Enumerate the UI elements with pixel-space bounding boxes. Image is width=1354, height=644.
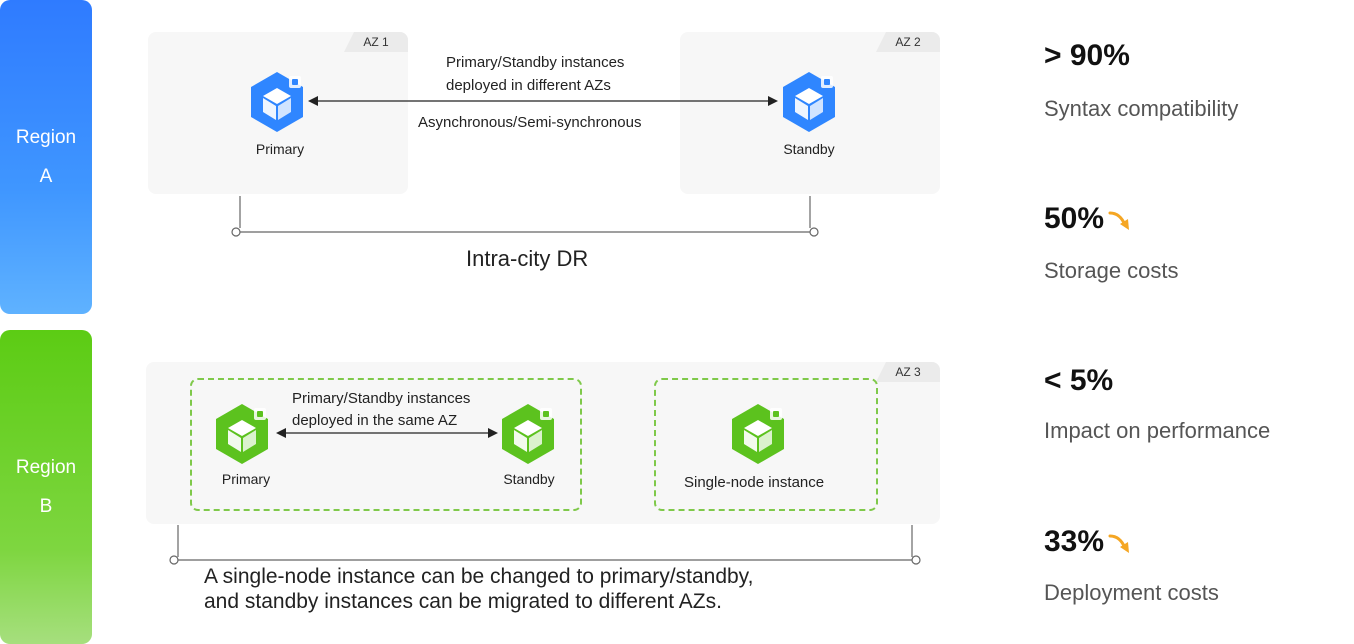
region-a-label-line1: Region (15, 127, 77, 148)
stat-storage-label: Storage costs (1044, 258, 1179, 283)
stat-syntax-label: Syntax compatibility (1044, 96, 1239, 121)
top-arrow-text-line2: deployed in different AZs (446, 77, 611, 94)
stat-storage-value: 50% (1044, 202, 1134, 236)
trend-down-icon (1108, 534, 1130, 553)
bottom-bracket (169, 525, 921, 565)
intra-city-dr-caption: Intra-city DR (466, 246, 589, 271)
stat-deployment-value: 33% (1044, 525, 1134, 559)
single-node-db-icon-green (732, 404, 784, 464)
standby-db-icon-green (502, 404, 554, 464)
primary-standby-group (190, 378, 582, 511)
top-standby-label: Standby (783, 141, 835, 157)
stat-syntax-value-text: > 90% (1044, 39, 1130, 72)
region-b-bar: Region B (0, 330, 92, 644)
az1-tag: AZ 1 (344, 32, 408, 52)
bottom-standby-label: Standby (503, 471, 555, 487)
top-arrow-text-line1: Primary/Standby instances (446, 54, 625, 71)
az3-tag: AZ 3 (876, 362, 940, 382)
replication-mode-text: Asynchronous/Semi-synchronous (418, 114, 642, 131)
region-b-label-line1: Region (15, 457, 77, 478)
bottom-primary-label: Primary (221, 471, 271, 487)
stat-storage-value-text: 50% (1044, 202, 1105, 235)
stat-deployment-label: Deployment costs (1044, 580, 1219, 605)
region-a-bar: Region A (0, 0, 92, 314)
primary-db-icon-green (216, 404, 268, 464)
bottom-arrow-text-line2: deployed in the same AZ (292, 412, 458, 429)
single-node-group (654, 378, 878, 511)
stat-performance-label: Impact on performance (1044, 418, 1271, 443)
bottom-note-line1: A single-node instance can be changed to… (204, 565, 754, 588)
stat-performance-value: < 5% (1044, 364, 1113, 398)
az2-tag: AZ 2 (876, 32, 940, 52)
bottom-note-line2: and standby instances can be migrated to… (204, 590, 722, 613)
bottom-arrow-text-line1: Primary/Standby instances (292, 390, 471, 407)
trend-down-icon (1108, 211, 1130, 230)
region-a-label-line2: A (39, 166, 53, 187)
primary-db-icon-blue (251, 72, 303, 132)
region-b-label-line2: B (39, 496, 53, 517)
stat-deployment-value-text: 33% (1044, 525, 1105, 558)
single-node-label: Single-node instance (684, 474, 825, 491)
stat-performance-value-text: < 5% (1044, 364, 1114, 397)
standby-db-icon-blue (783, 72, 835, 132)
stat-syntax-value: > 90% (1044, 39, 1130, 73)
top-primary-label: Primary (255, 141, 305, 157)
top-bracket (231, 196, 819, 237)
